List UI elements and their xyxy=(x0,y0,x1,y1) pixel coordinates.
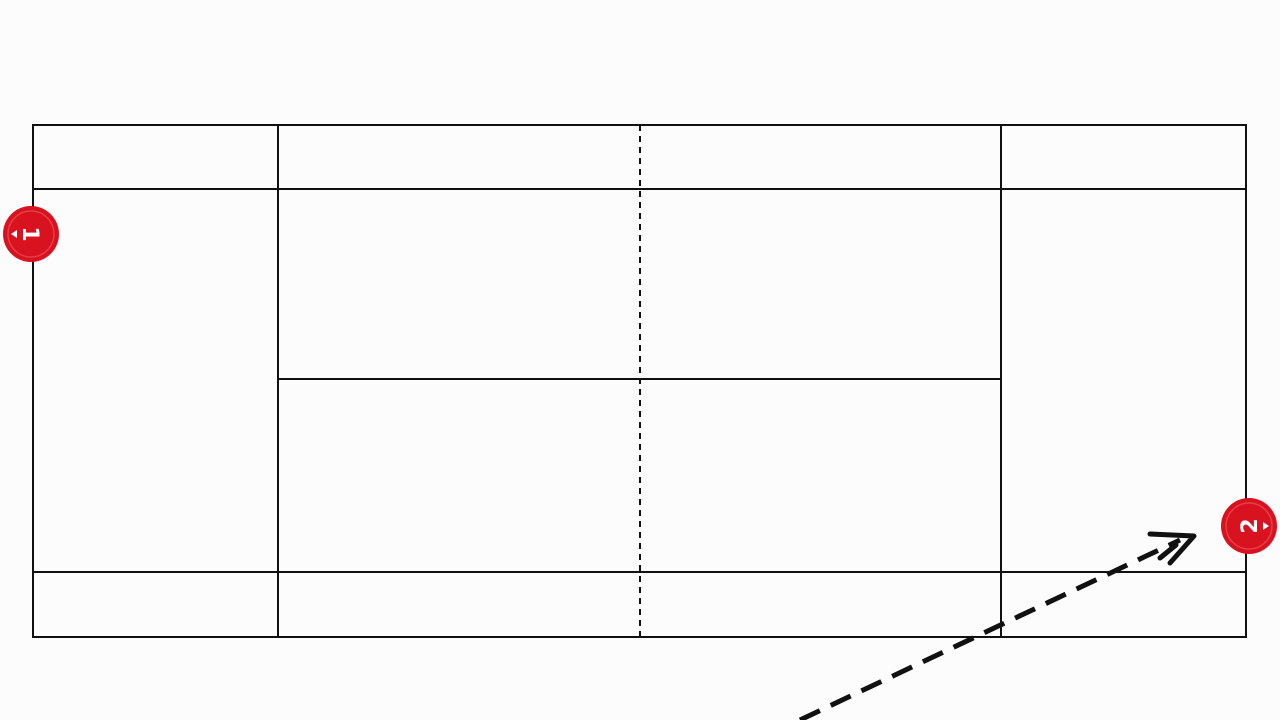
player-2-direction-icon xyxy=(1263,522,1269,530)
player-2-badge xyxy=(1221,498,1277,554)
player-1-marker: 1 xyxy=(3,206,59,262)
player-1-badge xyxy=(3,206,59,262)
player-2-label: 2 xyxy=(1238,518,1263,533)
player-2-marker: 2 xyxy=(1221,498,1277,554)
player-1-label: 1 xyxy=(17,226,42,241)
shot-path xyxy=(798,531,1197,720)
court-lines xyxy=(32,124,1247,638)
player-1-direction-icon xyxy=(11,230,17,238)
shot-path-dashed-line xyxy=(798,537,1182,720)
arrow-icon xyxy=(1147,531,1197,566)
